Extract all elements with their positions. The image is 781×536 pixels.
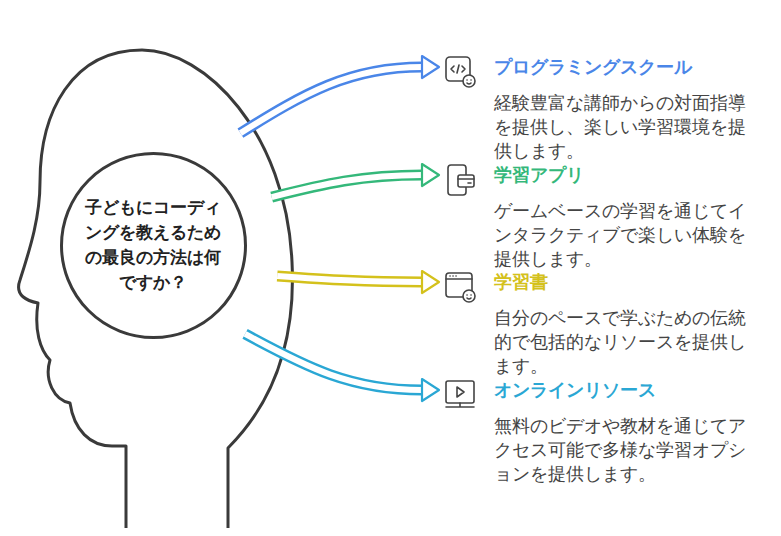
- icon-stroke: [451, 65, 465, 73]
- option-block: オンラインリソース無料のビデオや教材を通じてアクセス可能で多様な学習オプションを…: [444, 378, 764, 486]
- arrow-outline: [245, 334, 422, 390]
- question-text: 子どもにコーディングを教えるための最良の方法は何ですか？: [83, 195, 223, 295]
- hollow-arrow: [277, 271, 439, 293]
- icon-stroke: [463, 290, 475, 302]
- option-description: 無料のビデオや教材を通じてアクセス可能で多様な学習オプションを提供します。: [444, 414, 756, 486]
- arrow-inner: [245, 334, 422, 390]
- icon-stroke: [467, 80, 471, 84]
- icon-stroke: [463, 75, 475, 87]
- arrow-inner: [277, 276, 422, 282]
- hollow-arrow: [245, 334, 439, 401]
- option-block: 学習書自分のペースで学ぶための伝統的で包括的なリソースを提供します。: [444, 270, 764, 378]
- option-description: 経験豊富な講師からの対面指導を提供し、楽しい学習環境を提供します。: [444, 91, 756, 163]
- option-block: 学習アプリゲームベースの学習を通じてインタラクティブで楽しい体験を提供します。: [444, 163, 764, 271]
- arrow-head: [422, 379, 439, 401]
- arrow-outline: [277, 276, 422, 282]
- arrow-head: [422, 271, 439, 293]
- item-icon: [444, 163, 478, 197]
- option-description: ゲームベースの学習を通じてインタラクティブで楽しい体験を提供します。: [444, 199, 756, 271]
- question-circle: 子どもにコーディングを教えるための最良の方法は何ですか？: [60, 152, 247, 339]
- icon-stroke: [458, 179, 474, 183]
- option-heading: プログラミングスクール: [444, 55, 764, 79]
- arrow-inner: [240, 67, 422, 133]
- arrow-outline: [240, 67, 422, 133]
- hollow-arrow: [272, 164, 439, 197]
- item-icon: [444, 378, 478, 412]
- arrow-head: [422, 56, 439, 78]
- option-heading: 学習アプリ: [444, 163, 764, 187]
- arrow-head: [422, 164, 439, 186]
- arrow-outline: [272, 175, 422, 197]
- option-heading: 学習書: [444, 270, 764, 294]
- icon-stroke: [446, 381, 474, 403]
- hollow-arrow: [240, 56, 439, 133]
- option-description: 自分のペースで学ぶための伝統的で包括的なリソースを提供します。: [444, 306, 756, 378]
- icon-stroke: [458, 175, 474, 187]
- item-icon: [444, 55, 478, 89]
- option-heading: オンラインリソース: [444, 378, 764, 402]
- icon-stroke: [446, 276, 472, 279]
- icon-stroke: [467, 295, 471, 299]
- icon-stroke: [446, 387, 474, 407]
- option-block: プログラミングスクール経験豊富な講師からの対面指導を提供し、楽しい学習環境を提供…: [444, 55, 764, 163]
- item-icon: [444, 270, 478, 304]
- arrow-inner: [272, 175, 422, 197]
